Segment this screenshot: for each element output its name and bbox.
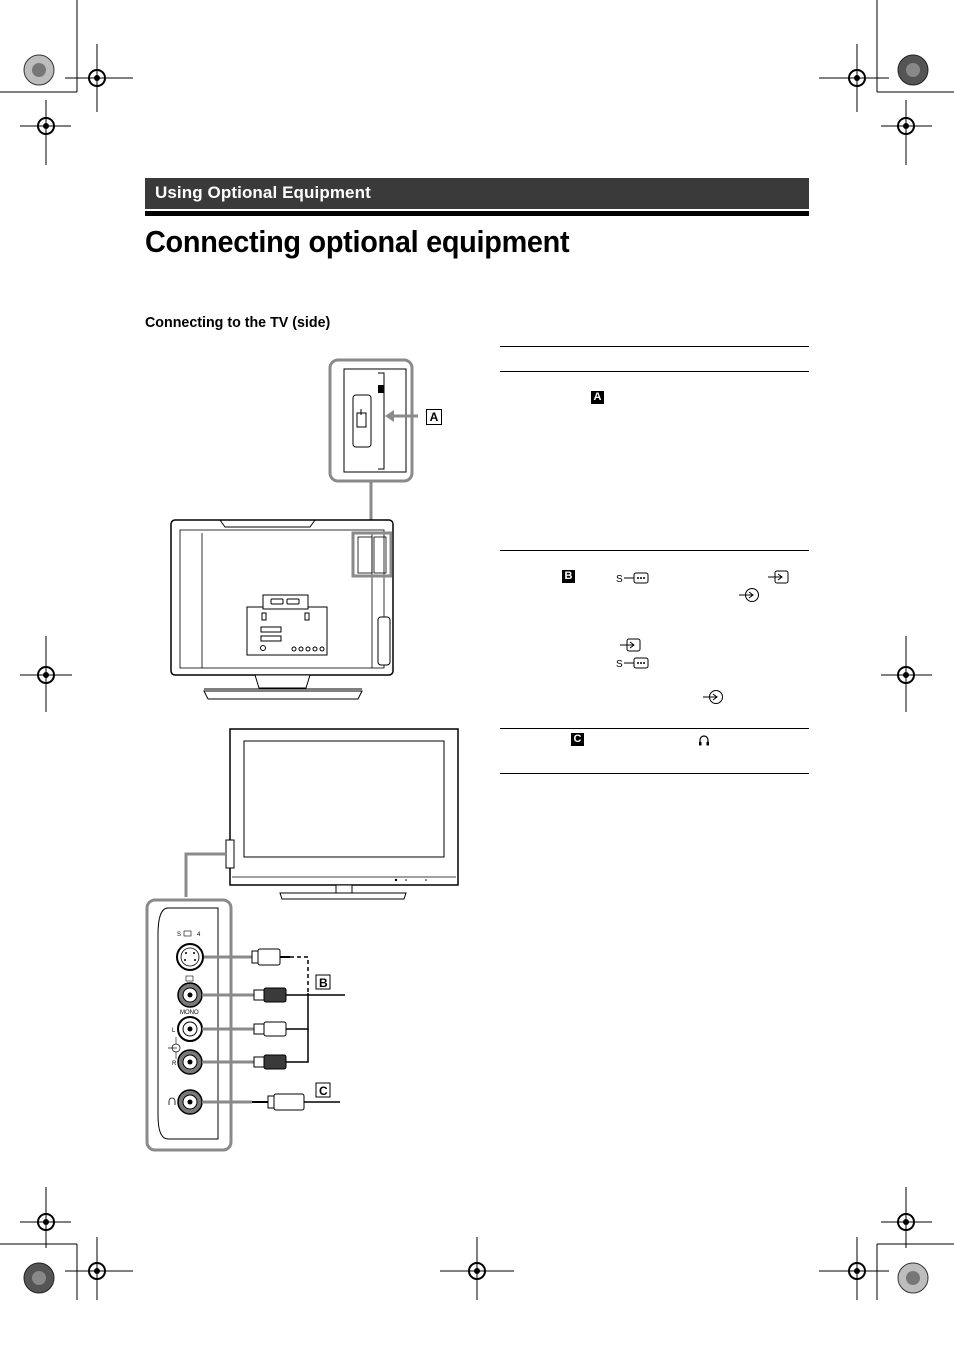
audio-input-icon <box>739 588 759 602</box>
svg-text:L: L <box>172 1028 176 1034</box>
svg-text:4: 4 <box>197 932 201 938</box>
table-rule <box>500 550 809 551</box>
illustration-callout-a: A <box>426 409 442 425</box>
svideo-input-icon: S <box>616 572 649 585</box>
svg-text:R: R <box>172 1061 177 1067</box>
tv-front-connection-illustration: S 4 MONO L R B <box>145 728 459 1152</box>
callout-b-badge: B <box>562 570 575 583</box>
page-title: Connecting optional equipment <box>145 224 570 259</box>
table-rule <box>500 728 809 729</box>
svg-text:B: B <box>319 976 328 990</box>
headphones-icon <box>699 735 709 746</box>
table-rule <box>500 346 809 347</box>
tv-rear-illustration <box>170 358 418 700</box>
section-header-bar <box>145 178 809 209</box>
section-title: Using Optional Equipment <box>155 183 371 202</box>
audio-input-icon <box>703 690 723 704</box>
callout-a-badge: A <box>591 391 604 404</box>
video-input-icon <box>620 638 641 652</box>
callout-c-badge: C <box>571 733 584 746</box>
svideo-input-icon: S <box>616 657 649 670</box>
section-header-rule <box>145 211 809 216</box>
svg-text:S: S <box>616 659 623 670</box>
illustration-callout-a-label: A <box>429 410 439 424</box>
table-rule <box>500 773 809 774</box>
sub-heading: Connecting to the TV (side) <box>145 314 331 331</box>
svg-text:S: S <box>616 574 623 585</box>
svg-text:S: S <box>177 932 181 938</box>
svg-text:C: C <box>319 1084 328 1098</box>
video-input-icon <box>768 570 789 584</box>
svg-text:MONO: MONO <box>180 1010 199 1016</box>
table-rule <box>500 371 809 372</box>
